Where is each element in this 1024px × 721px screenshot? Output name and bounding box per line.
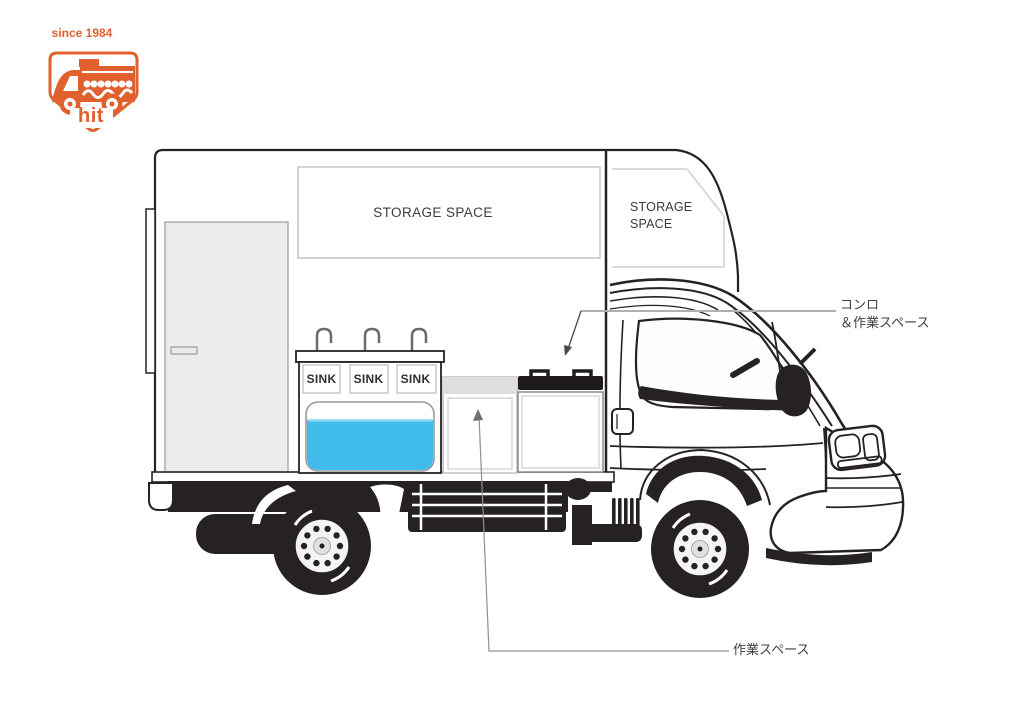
- stove-label-line2: ＆作業スペース: [840, 315, 930, 330]
- arrow-down-icon: [564, 345, 572, 356]
- sink-counter: [295, 350, 445, 363]
- refrigerator: [164, 221, 289, 475]
- leader-konro: [564, 310, 836, 356]
- sink-unit: [295, 327, 445, 474]
- storage-space-label: STORAGE SPACE: [373, 205, 493, 220]
- sink-label-2: SINK: [353, 372, 384, 386]
- rear-wheel: [273, 497, 371, 595]
- side-mirror-icon: [775, 364, 812, 417]
- fridge-handle: [170, 346, 198, 355]
- overcab-storage-label: STORAGE SPACE: [630, 199, 730, 233]
- sink-label-3: SINK: [400, 372, 431, 386]
- workspace-label: 作業スペース: [733, 642, 810, 657]
- rear-bumper: [148, 482, 174, 511]
- stove-unit: [517, 369, 604, 473]
- rear-side-strip: [145, 208, 156, 374]
- front-fender: [646, 455, 762, 506]
- door-handle: [611, 408, 634, 435]
- stove-top: [518, 376, 603, 390]
- front-wheel: [651, 500, 749, 598]
- workspace-unit: [442, 376, 518, 474]
- storage-box: [297, 166, 601, 259]
- stove-handles: [529, 369, 593, 376]
- sink-label-1: SINK: [306, 372, 337, 386]
- leader-workspace: [473, 409, 729, 652]
- stove-label-line1: コンロ: [840, 297, 880, 312]
- headlight-icon: [827, 424, 887, 472]
- water-tank: [305, 401, 435, 472]
- step-vent: [612, 498, 640, 526]
- chassis: [148, 471, 872, 566]
- overcab-storage-line2: SPACE: [630, 217, 673, 231]
- side-guard: [408, 482, 566, 532]
- stove-workspace-label: コンロ ＆作業スペース: [840, 296, 929, 332]
- logo-brand-name: hit: [78, 105, 104, 127]
- overcab-storage-line1: STORAGE: [630, 200, 693, 214]
- cab: [609, 278, 905, 555]
- arrow-up-icon: [473, 409, 483, 421]
- logo-truck-icon: [52, 59, 135, 115]
- faucet-icons: [315, 327, 428, 351]
- logo-since-text: since 1984: [51, 26, 113, 40]
- overcab-storage-box: [612, 168, 725, 268]
- logo-badge: [48, 51, 139, 132]
